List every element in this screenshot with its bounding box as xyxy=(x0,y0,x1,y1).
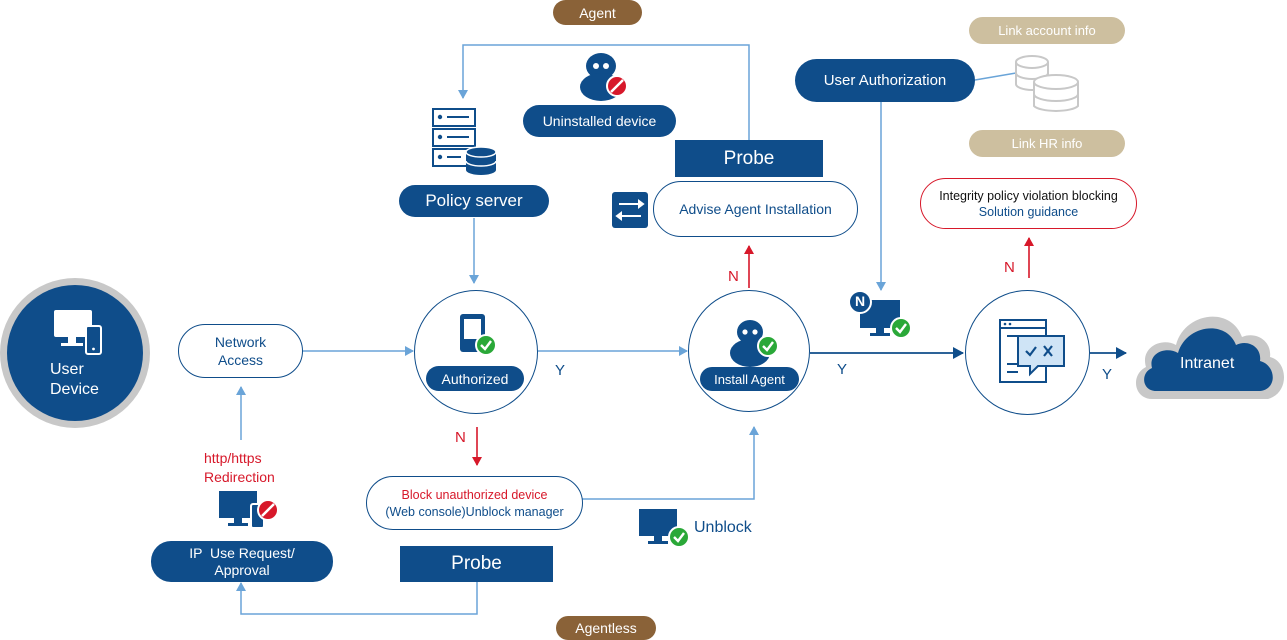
network-access-box: Network Access xyxy=(178,324,303,378)
block-unauthorized-box: Block unauthorized device (Web console)U… xyxy=(366,476,583,530)
link-account-info-tag: Link account info xyxy=(969,17,1125,44)
unblock-label: Unblock xyxy=(694,519,752,536)
uninstalled-device-pill: Uninstalled device xyxy=(523,105,676,137)
block-line1: Block unauthorized device xyxy=(401,487,548,502)
n-install-label: N xyxy=(728,268,739,285)
authorized-pill: Authorized xyxy=(426,366,524,391)
policy-window-icon xyxy=(999,319,1065,383)
network-access-line2: Access xyxy=(217,352,264,368)
install-agent-pill: Install Agent xyxy=(700,367,799,391)
monitor-blocked-icon xyxy=(219,491,279,529)
network-access-line1: Network xyxy=(214,334,267,350)
user-device-line1: User xyxy=(50,361,84,378)
y-install-label: Y xyxy=(837,361,848,378)
phone-check-icon xyxy=(460,314,497,356)
y-integrity-label: Y xyxy=(1102,366,1113,383)
monitor-check-icon xyxy=(639,509,690,548)
probe-loop-line xyxy=(236,582,478,615)
user-device-circle xyxy=(7,285,143,421)
ip-use-request-pill: IP Use Request/ Approval xyxy=(151,541,333,582)
redirection-line1: http/https xyxy=(204,450,262,466)
ip-request-line2: Approval xyxy=(214,562,270,578)
n-badge-icon xyxy=(848,290,872,314)
monitor-phone-icon xyxy=(54,310,102,355)
integrity-line2: Solution guidance xyxy=(978,204,1079,219)
n-badge-label: N xyxy=(855,293,866,309)
ip-request-line1: IP Use Request/ xyxy=(189,545,295,561)
probe-bottom-box: Probe xyxy=(400,546,553,582)
redirection-line2: Redirection xyxy=(204,469,275,485)
cloud-icon xyxy=(1135,316,1284,399)
database-icon xyxy=(1015,55,1079,112)
probe-top-box: Probe xyxy=(675,140,823,177)
policy-server-pill: Policy server xyxy=(399,185,549,217)
agent-loop-line xyxy=(458,44,750,140)
agent-mascot-check-icon xyxy=(730,320,779,367)
block-to-install-line xyxy=(582,426,759,500)
user-authorization-pill: User Authorization xyxy=(795,59,975,102)
y-authorized-label: Y xyxy=(555,362,566,379)
agent-tag: Agent xyxy=(553,0,642,25)
user-auth-to-db-line xyxy=(974,72,1017,81)
monitor-check-icon xyxy=(848,290,912,339)
agent-mascot-blocked-icon xyxy=(580,53,628,101)
server-database-icon xyxy=(432,108,497,175)
intranet-label: Intranet xyxy=(1180,355,1235,372)
user-device-line2: Device xyxy=(50,381,99,398)
agentless-tag: Agentless xyxy=(556,616,656,640)
advise-agent-installation-box: Advise Agent Installation xyxy=(653,181,858,237)
block-line2: (Web console)Unblock manager xyxy=(385,504,564,519)
switch-icon xyxy=(612,192,648,228)
integrity-violation-box: Integrity policy violation blocking Solu… xyxy=(920,178,1137,229)
n-integrity-label: N xyxy=(1004,259,1015,276)
n-authorized-label: N xyxy=(455,429,466,446)
advise-agent-installation-label: Advise Agent Installation xyxy=(679,201,832,217)
link-hr-info-tag: Link HR info xyxy=(969,130,1125,157)
integrity-line1: Integrity policy violation blocking xyxy=(939,188,1118,203)
